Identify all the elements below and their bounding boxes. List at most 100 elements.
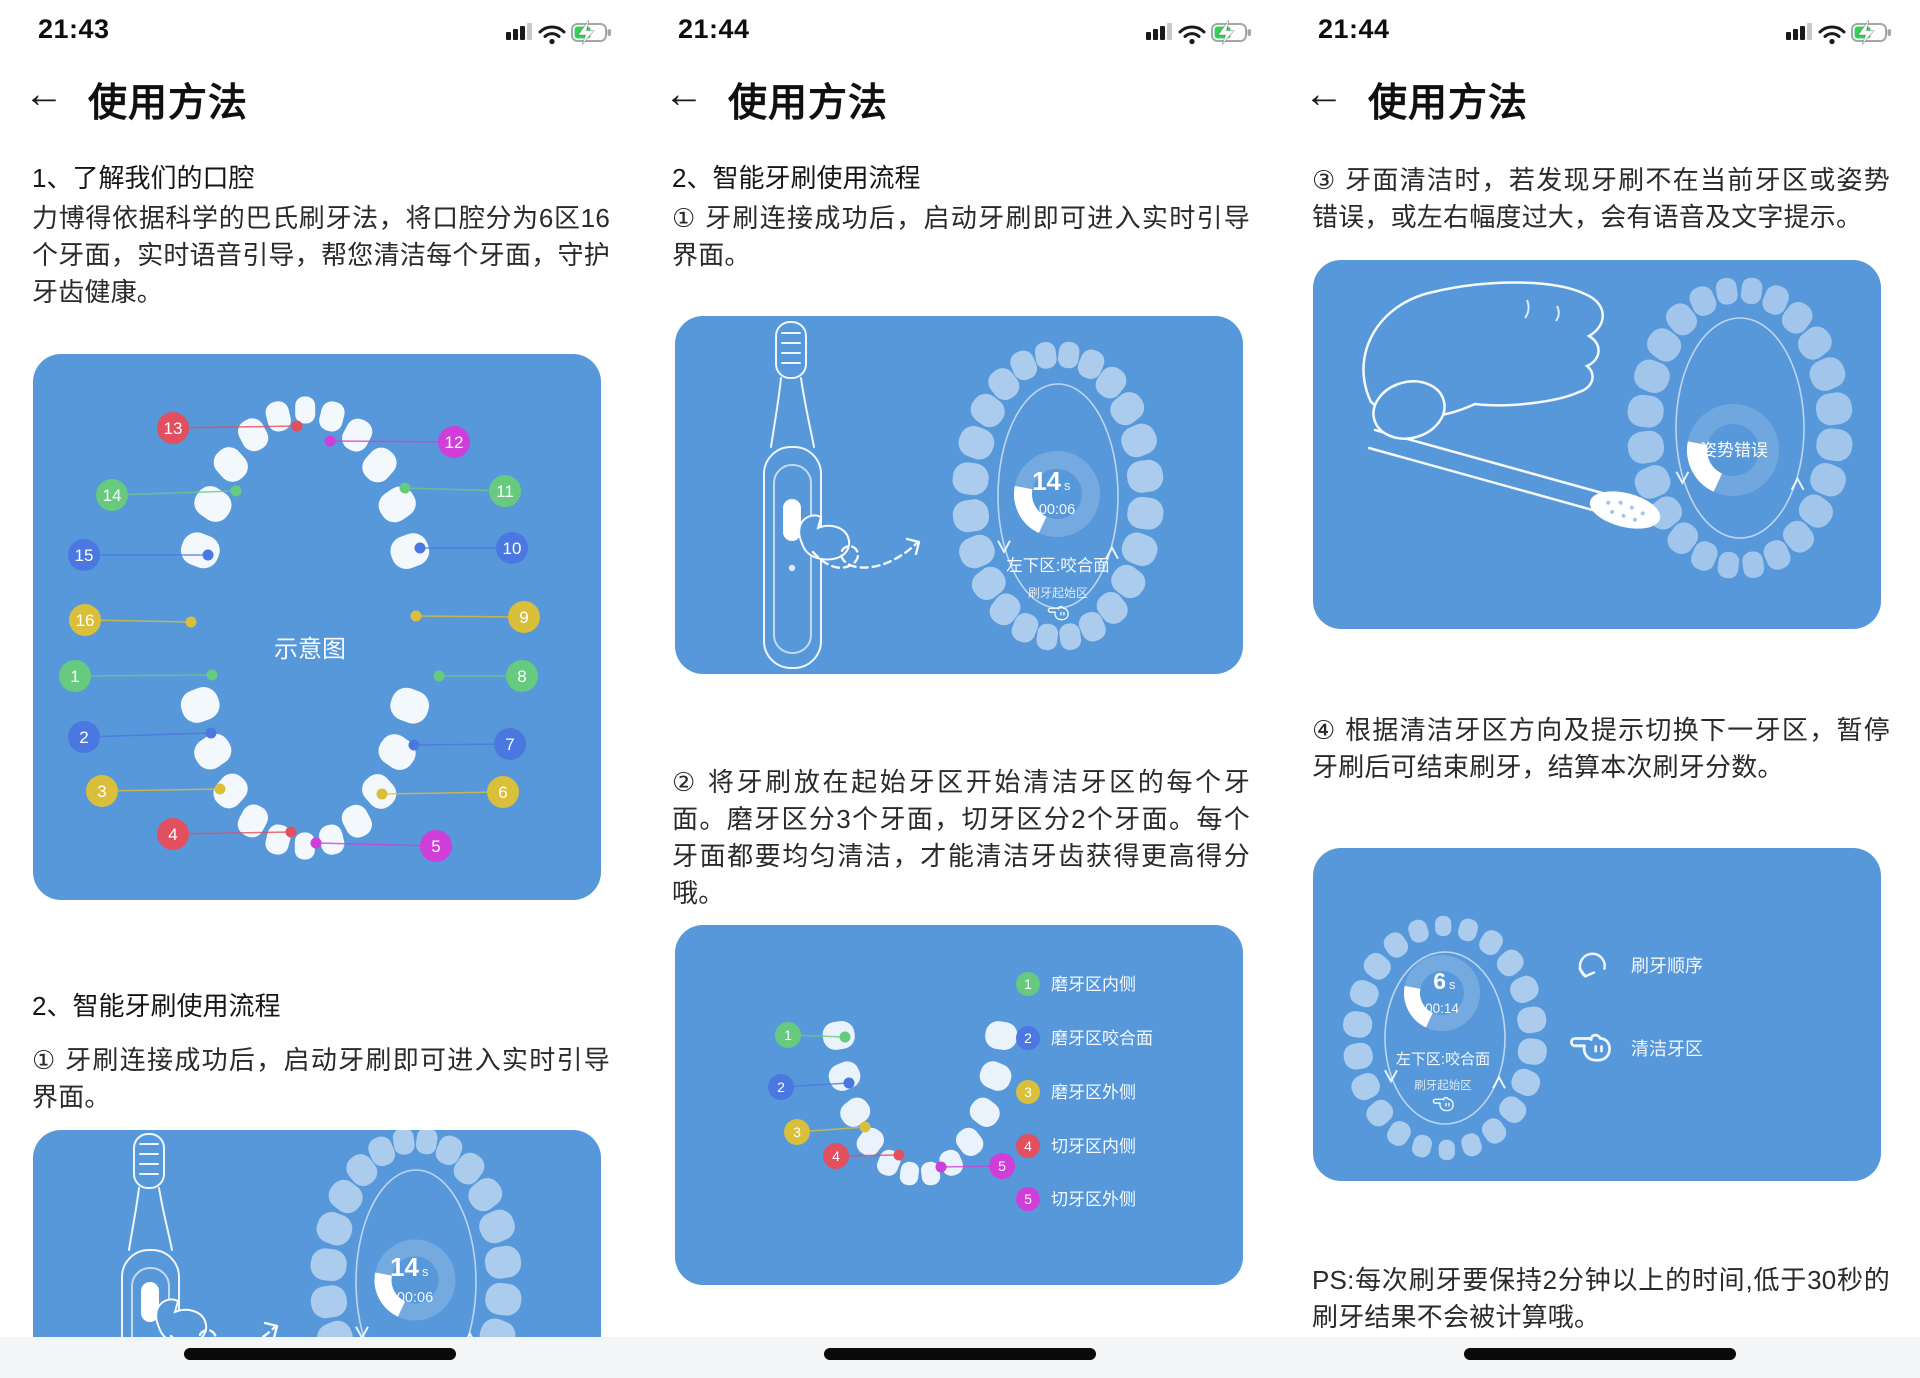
posture-error-panel: 姿势错误 [1313,260,1881,629]
status-time: 21:44 [1318,14,1390,44]
svg-text:4: 4 [168,825,177,844]
back-button[interactable]: ← [24,72,64,116]
brush-head [1589,491,1661,529]
svg-text:16: 16 [76,611,95,630]
zone-badge: 2 [768,1074,794,1100]
zone-badge: 1 [775,1022,801,1048]
start-guide-illustration: 14 s 00:06 左下区:咬合面 刷牙起始区 [763,321,1164,669]
svg-text:3: 3 [97,782,106,801]
brush-order-label: 刷牙顺序 [1631,956,1703,976]
battery-icon [1851,19,1891,46]
zone-badge: 5 [989,1153,1015,1179]
svg-text:2: 2 [1024,1030,1032,1046]
svg-text:7: 7 [505,735,514,754]
svg-text:9: 9 [519,608,528,627]
wifi-icon [1178,25,1206,45]
home-indicator[interactable] [184,1348,456,1360]
legend-item: 2 磨牙区咬合面 [1016,1026,1153,1050]
status-time: 21:44 [678,14,750,44]
zone-badge: 13 [157,412,189,444]
zone-badge: 4 [157,818,189,850]
section-heading-flow: 2、智能牙刷使用流程 [32,991,281,1021]
step4-paragraph: ④ 根据清洁牙区方向及提示切换下一牙区，暂停牙刷后可结束刷牙，结算本次刷牙分数。 [1312,715,1890,782]
zone-badge: 11 [489,475,521,507]
zone-badge: 1 [59,660,91,692]
zone-badge: 6 [487,776,519,808]
section-heading-flow: 2、智能牙刷使用流程 [672,163,921,193]
toothbrush-outline [121,1133,180,1337]
legend-label: 磨牙区咬合面 [1051,1029,1153,1048]
zone-badge: 14 [96,479,128,511]
screen-usage-2: 21:44 ← 使用方法 2、智能牙刷使用流程 ① 牙刷连接成功 [640,0,1280,1378]
status-icons [1146,19,1251,46]
pointing-hand-icon [1569,1033,1611,1062]
svg-text:1: 1 [784,1027,792,1043]
zone-badge: 10 [496,532,528,564]
svg-text:3: 3 [1024,1084,1032,1100]
legend-label: 磨牙区外侧 [1051,1083,1136,1102]
hand-holding-toothbrush [1362,281,1661,529]
posture-error-illustration: 姿势错误 [1362,277,1853,579]
timer-total: 00:06 [1039,502,1075,518]
zone-badge: 3 [86,775,118,807]
teeth-ring [180,396,430,860]
zone-badge: 3 [784,1119,810,1145]
battery-icon [571,19,611,46]
legend-label: 切牙区外侧 [1051,1190,1136,1209]
back-button[interactable]: ← [664,72,704,116]
pointing-hand-icon [1047,605,1069,621]
summary-illustration: 6 s 00:14 左下区:咬合面 刷牙起始区 刷牙顺序 清洁牙区 [1343,915,1703,1161]
svg-text:15: 15 [75,546,94,565]
teeth-ring [952,341,1164,651]
page-title: 使用方法 [88,82,249,125]
home-indicator[interactable] [1464,1348,1736,1360]
cellular-signal-icon [1146,23,1172,40]
timer-seconds: 6 [1433,968,1446,994]
timer-unit: s [422,1264,429,1279]
start-zone-label: 刷牙起始区 [1414,1078,1472,1092]
svg-text:10: 10 [503,539,522,558]
teeth-ring [1627,277,1853,579]
svg-text:2: 2 [777,1079,785,1095]
start-guide-panel: 14 s 00:06 左下区:咬合面 刷牙起始区 [675,316,1243,674]
rotate-arrow-icon [1578,952,1606,978]
status-time: 21:43 [38,14,110,44]
zone-badge: 4 [823,1143,849,1169]
map-caption: 示意图 [274,636,346,663]
screen-usage-3: 21:44 ← 使用方法 ③ 牙面清洁时，若发现牙刷不在当前牙区或姿势错 [1280,0,1920,1378]
timer-unit: s [1064,478,1071,493]
legend-item: 3 磨牙区外侧 [1016,1080,1136,1104]
svg-text:1: 1 [70,667,79,686]
step2-paragraph: ② 将牙刷放在起始牙区开始清洁牙区的每个牙面。磨牙区分3个牙面，切牙区分2个牙面… [672,767,1250,908]
timer-seconds: 14 [1032,466,1061,496]
step1-paragraph: ① 牙刷连接成功后，启动牙刷即可进入实时引导界面。 [32,1045,610,1112]
press-finger-outline [798,514,851,561]
zone-badge: 2 [68,721,100,753]
svg-text:5: 5 [431,837,440,856]
dashed-swipe-arrow [169,1321,279,1337]
status-icons [1786,19,1891,46]
svg-text:6: 6 [498,783,507,802]
home-indicator[interactable] [824,1348,1096,1360]
svg-text:5: 5 [1024,1191,1032,1207]
start-zone-label: 刷牙起始区 [1028,586,1088,600]
cellular-signal-icon [506,23,532,40]
step1-paragraph: ① 牙刷连接成功后，启动牙刷即可进入实时引导界面。 [672,203,1250,270]
back-button[interactable]: ← [1304,72,1344,116]
legend-label: 切牙区内侧 [1051,1137,1136,1156]
toothbrush-outline [763,321,822,669]
zone-badge: 12 [438,426,470,458]
guide-preview-panel: 14 s 00:06 [33,1130,601,1337]
svg-text:13: 13 [164,419,183,438]
timer-total: 00:06 [397,1290,433,1306]
zone-badge: 15 [68,539,100,571]
teeth-ring [1343,915,1547,1161]
zone-badge: 16 [69,604,101,636]
legend-item: 5 切牙区外侧 [1016,1187,1136,1211]
page-title: 使用方法 [1368,82,1529,125]
